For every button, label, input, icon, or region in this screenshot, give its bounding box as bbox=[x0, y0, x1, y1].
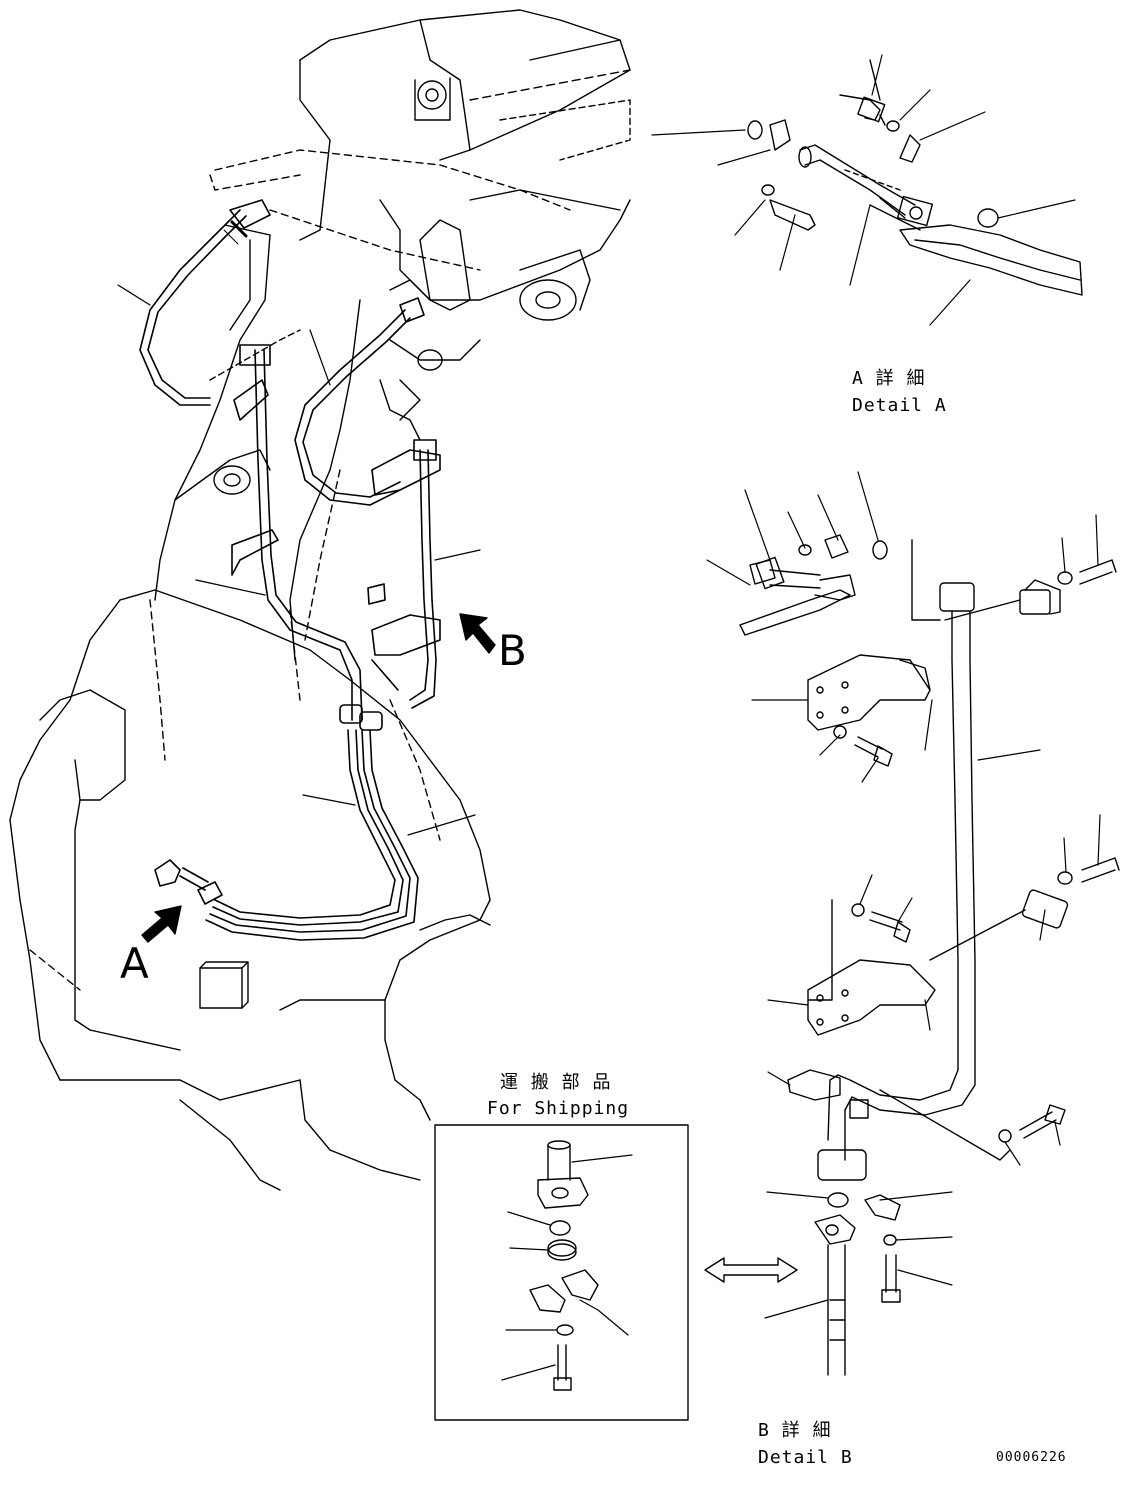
view-label-b: B bbox=[498, 626, 527, 675]
shipping-box bbox=[434, 1124, 689, 1421]
drawing-code: 00006226 bbox=[996, 1450, 1067, 1465]
machine-body-outline bbox=[9, 9, 631, 1191]
view-label-a: A bbox=[120, 939, 149, 988]
detail-b-title-en: Detail B bbox=[758, 1447, 853, 1468]
view-arrow-a bbox=[141, 905, 182, 943]
shipping-title-jp: 運 搬 部 品 bbox=[500, 1072, 612, 1093]
leader-lines-detail-a bbox=[651, 54, 1076, 326]
detail-b-drawing bbox=[739, 534, 1120, 1376]
detail-a-title-en: Detail A bbox=[852, 395, 947, 416]
swap-double-arrow bbox=[704, 1257, 798, 1283]
view-arrow-b bbox=[459, 613, 496, 654]
leader-lines-detail-b bbox=[706, 471, 1101, 1319]
detail-a-title-jp: A 詳 細 bbox=[852, 368, 926, 389]
leader-lines-shipping bbox=[501, 1154, 633, 1381]
leader-lines-main bbox=[117, 284, 481, 836]
detail-a-drawing bbox=[747, 59, 1083, 296]
hose-assembly-main bbox=[139, 199, 441, 941]
shipping-title-en: For Shipping bbox=[487, 1098, 630, 1119]
detail-b-title-jp: B 詳 細 bbox=[758, 1420, 832, 1441]
